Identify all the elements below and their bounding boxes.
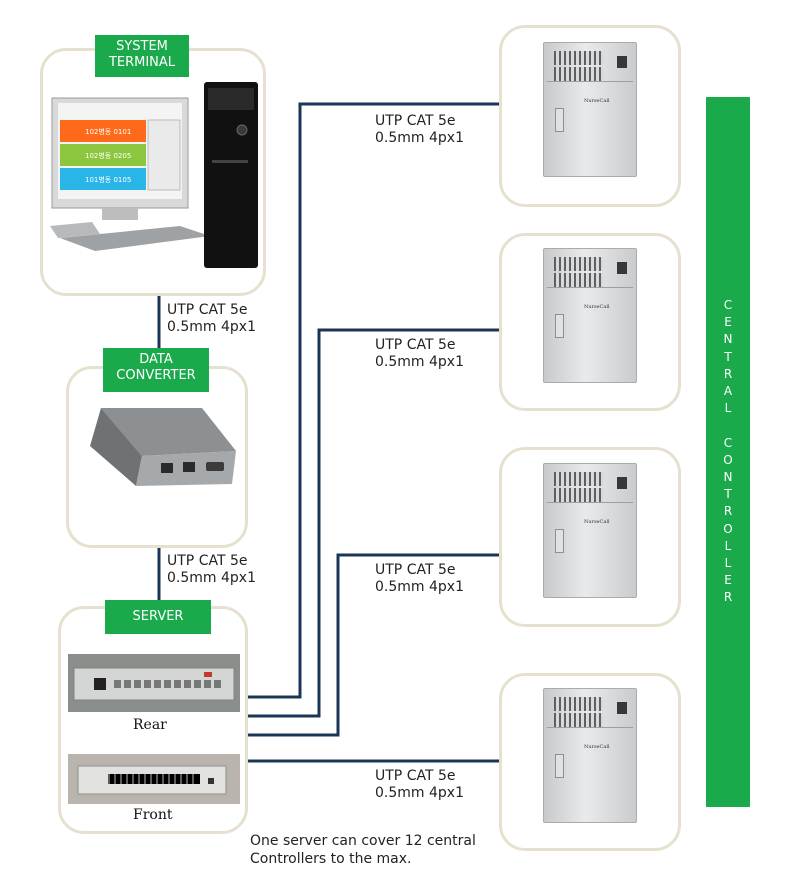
central-controller-letter: R bbox=[723, 504, 733, 519]
footnote-line2: Controllers to the max. bbox=[250, 851, 412, 867]
link-label-controller-2: UTP CAT 5e 0.5mm 4px1 bbox=[375, 337, 464, 371]
central-controller-letter: O bbox=[723, 521, 733, 536]
door-handle bbox=[555, 754, 564, 778]
vent-grille bbox=[554, 51, 604, 65]
monitor-row-2: 102병동 0205 bbox=[85, 152, 132, 160]
controller-card-3: NurseCall bbox=[499, 447, 681, 627]
controller-card-2: NurseCall bbox=[499, 233, 681, 411]
data-converter-label-line1: DATA bbox=[139, 352, 173, 367]
central-controller-letter: T bbox=[724, 487, 732, 502]
link-label-line2: 0.5mm 4px1 bbox=[167, 570, 256, 586]
vent-grille bbox=[554, 697, 604, 711]
vent-grille bbox=[554, 472, 604, 486]
controller-cabinet: NurseCall bbox=[543, 688, 637, 823]
central-controller-letter: L bbox=[724, 401, 732, 416]
cabinet-door: NurseCall bbox=[547, 502, 633, 593]
power-switch bbox=[617, 477, 627, 489]
link-label-controller-1: UTP CAT 5e 0.5mm 4px1 bbox=[375, 113, 464, 147]
server-rear-image bbox=[68, 654, 240, 712]
central-controller-letter: N bbox=[723, 332, 733, 347]
vent-grille bbox=[554, 67, 604, 81]
server-front-image bbox=[68, 754, 240, 804]
controller-card-4: NurseCall bbox=[499, 673, 681, 851]
cabinet-brand: NurseCall bbox=[584, 98, 610, 104]
central-controller-letter bbox=[706, 417, 750, 434]
link-label-line2: 0.5mm 4px1 bbox=[375, 579, 464, 595]
door-handle bbox=[555, 314, 564, 338]
vent-grille bbox=[554, 257, 604, 271]
central-controller-letter: T bbox=[724, 349, 732, 364]
system-terminal-label-line2: TERMINAL bbox=[108, 55, 176, 70]
wire-server-controller-2 bbox=[248, 328, 500, 718]
cabinet-brand: NurseCall bbox=[584, 304, 610, 310]
vent-grille bbox=[554, 713, 604, 727]
monitor-image bbox=[50, 82, 258, 268]
cabinet-door: NurseCall bbox=[547, 727, 633, 818]
server-front-caption: Front bbox=[133, 807, 173, 823]
footnote: One server can cover 12 central Controll… bbox=[250, 832, 476, 868]
link-label-line2: 0.5mm 4px1 bbox=[375, 354, 464, 370]
central-controller-letter: E bbox=[724, 315, 732, 330]
server-label-text: SERVER bbox=[132, 609, 184, 624]
link-label-line1: UTP CAT 5e bbox=[167, 302, 248, 318]
controller-card-1: NurseCall bbox=[499, 25, 681, 207]
door-handle bbox=[555, 108, 564, 132]
data-converter-label-line2: CONVERTER bbox=[116, 368, 196, 383]
server-rear-caption: Rear bbox=[133, 717, 167, 733]
power-switch bbox=[617, 702, 627, 714]
data-converter-card bbox=[66, 366, 248, 548]
central-controller-letter: R bbox=[723, 590, 733, 605]
link-label-controller-4: UTP CAT 5e 0.5mm 4px1 bbox=[375, 768, 464, 802]
controller-cabinet: NurseCall bbox=[543, 42, 637, 177]
cabinet-door: NurseCall bbox=[547, 287, 633, 378]
central-controller-letter: N bbox=[723, 470, 733, 485]
data-converter-label: DATA CONVERTER bbox=[103, 348, 209, 392]
footnote-line1: One server can cover 12 central bbox=[250, 833, 476, 849]
controller-cabinet: NurseCall bbox=[543, 463, 637, 598]
cabinet-brand: NurseCall bbox=[584, 519, 610, 525]
central-controller-letter: R bbox=[723, 366, 733, 381]
central-controller-letter: L bbox=[724, 538, 732, 553]
link-label-line1: UTP CAT 5e bbox=[375, 768, 456, 784]
vent-grille bbox=[554, 488, 604, 502]
wire-server-controller-3 bbox=[248, 553, 500, 737]
wire-server-controller-1 bbox=[248, 102, 500, 699]
system-terminal-label-line1: SYSTEM bbox=[116, 39, 168, 54]
link-label-line1: UTP CAT 5e bbox=[375, 337, 456, 353]
central-controller-letter: A bbox=[723, 384, 733, 399]
link-label-terminal-converter: UTP CAT 5e 0.5mm 4px1 bbox=[167, 302, 256, 336]
vent-grille bbox=[554, 273, 604, 287]
system-terminal-card: 102병동 0101 102병동 0205 101병동 0105 bbox=[40, 48, 266, 296]
server-label: SERVER bbox=[105, 600, 211, 634]
central-controller-letter: O bbox=[723, 452, 733, 467]
central-controller-letter: E bbox=[724, 573, 732, 588]
central-controller-letter: C bbox=[723, 435, 733, 450]
monitor-row-3: 101병동 0105 bbox=[85, 176, 132, 184]
link-label-converter-server: UTP CAT 5e 0.5mm 4px1 bbox=[167, 553, 256, 587]
link-label-line2: 0.5mm 4px1 bbox=[375, 785, 464, 801]
link-label-line1: UTP CAT 5e bbox=[375, 113, 456, 129]
controller-cabinet: NurseCall bbox=[543, 248, 637, 383]
power-switch bbox=[617, 262, 627, 274]
link-label-line1: UTP CAT 5e bbox=[375, 562, 456, 578]
link-label-controller-3: UTP CAT 5e 0.5mm 4px1 bbox=[375, 562, 464, 596]
central-controller-letter: C bbox=[723, 298, 733, 312]
cabinet-door: NurseCall bbox=[547, 81, 633, 172]
central-controller-letter: L bbox=[724, 556, 732, 571]
converter-image bbox=[90, 408, 236, 486]
system-terminal-label: SYSTEM TERMINAL bbox=[95, 35, 189, 77]
power-switch bbox=[617, 56, 627, 68]
cabinet-brand: NurseCall bbox=[584, 744, 610, 750]
door-handle bbox=[555, 529, 564, 553]
link-label-line2: 0.5mm 4px1 bbox=[375, 130, 464, 146]
server-card: Rear Front bbox=[58, 606, 248, 834]
link-label-line1: UTP CAT 5e bbox=[167, 553, 248, 569]
link-label-line2: 0.5mm 4px1 bbox=[167, 319, 256, 335]
monitor-row-1: 102병동 0101 bbox=[85, 128, 132, 136]
